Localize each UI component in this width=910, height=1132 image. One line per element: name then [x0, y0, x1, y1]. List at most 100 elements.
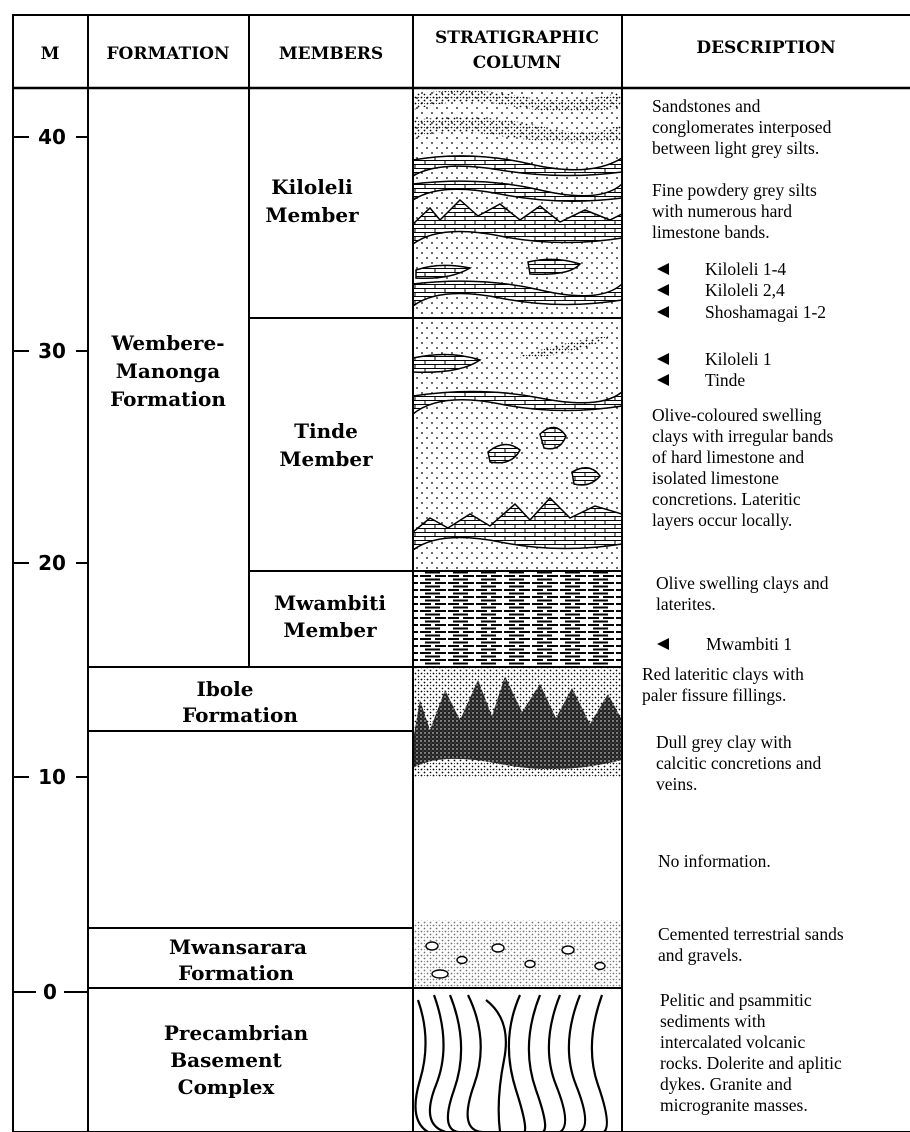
depth-tick-label: 20: [38, 551, 66, 575]
desc-olive-clays: Olive-coloured swelling clays with irreg…: [652, 405, 833, 530]
depth-tick-label: 40: [38, 125, 66, 149]
svg-text:veins.: veins.: [656, 774, 697, 794]
site-shoshamagai-1-2: Shoshamagai 1-2: [657, 302, 826, 322]
depth-tick-label: 10: [38, 765, 66, 789]
svg-text:Member: Member: [279, 447, 373, 471]
formation-ibole: Ibole Formation: [182, 677, 298, 727]
svg-text:Mwambiti: Mwambiti: [274, 591, 386, 615]
depth-tick-label: 0: [43, 980, 57, 1004]
formation-wembere-manonga: Wembere- Manonga Formation: [110, 331, 226, 411]
svg-text:Kiloleli 2,4: Kiloleli 2,4: [705, 280, 785, 300]
svg-text:No information.: No information.: [658, 851, 771, 871]
site-kiloleli-1: Kiloleli 1: [657, 349, 772, 369]
header-members: MEMBERS: [279, 44, 383, 64]
svg-text:of hard limestone and: of hard limestone and: [652, 447, 804, 467]
basement-column-layer: [416, 995, 607, 1132]
header-m: M: [41, 44, 60, 64]
svg-text:Manonga: Manonga: [116, 359, 221, 383]
svg-text:Wembere-: Wembere-: [111, 331, 225, 355]
svg-text:Fine powdery grey silts: Fine powdery grey silts: [652, 180, 817, 200]
svg-text:Kiloleli 1-4: Kiloleli 1-4: [705, 259, 786, 279]
svg-text:paler fissure fillings.: paler fissure fillings.: [642, 685, 786, 705]
member-mwambiti: Mwambiti Member: [274, 591, 386, 642]
depth-tick-label: 30: [38, 339, 66, 363]
svg-text:laterites.: laterites.: [656, 594, 716, 614]
header-column-line2: COLUMN: [473, 53, 562, 73]
svg-text:Member: Member: [283, 618, 377, 642]
triangle-left-icon: [657, 638, 669, 650]
svg-text:dykes. Granite and: dykes. Granite and: [660, 1074, 792, 1094]
svg-text:Sandstones and: Sandstones and: [652, 96, 761, 116]
site-kiloleli-1-4: Kiloleli 1-4: [657, 259, 786, 279]
formation-mwansarara: Mwansarara Formation: [169, 935, 307, 985]
desc-pelitic-sediments: Pelitic and psammitic sediments with int…: [660, 990, 842, 1115]
svg-text:Tinde: Tinde: [294, 419, 358, 443]
depth-axis: 40 30 20 10 0: [13, 125, 88, 1004]
svg-text:layers occur locally.: layers occur locally.: [652, 510, 792, 530]
svg-text:Formation: Formation: [110, 387, 226, 411]
svg-text:Dull grey clay with: Dull grey clay with: [656, 732, 792, 752]
svg-text:Basement: Basement: [170, 1048, 282, 1072]
svg-text:calcitic concretions and: calcitic concretions and: [656, 753, 821, 773]
svg-text:Precambrian: Precambrian: [164, 1021, 309, 1045]
site-tinde: Tinde: [657, 370, 745, 390]
svg-text:Kiloleli: Kiloleli: [271, 175, 353, 199]
desc-dull-grey-clay: Dull grey clay with calcitic concretions…: [656, 732, 821, 794]
column-headers: M FORMATION MEMBERS STRATIGRAPHIC COLUMN…: [41, 28, 836, 73]
header-description: DESCRIPTION: [696, 38, 835, 58]
ibole-column-layer: [413, 667, 622, 777]
site-mwambiti-1: Mwambiti 1: [657, 634, 792, 654]
svg-text:microgranite masses.: microgranite masses.: [660, 1095, 808, 1115]
svg-text:Formation: Formation: [178, 961, 294, 985]
svg-text:concretions. Lateritic: concretions. Lateritic: [652, 489, 801, 509]
svg-text:Red lateritic clays with: Red lateritic clays with: [642, 664, 804, 684]
triangle-left-icon: [657, 353, 669, 365]
triangle-left-icon: [657, 306, 669, 318]
svg-text:between light grey silts.: between light grey silts.: [652, 138, 819, 158]
site-kiloleli-2-4: Kiloleli 2,4: [657, 280, 785, 300]
member-kiloleli: Kiloleli Member: [265, 175, 359, 227]
svg-text:Olive-coloured swelling: Olive-coloured swelling: [652, 405, 822, 425]
desc-no-information: No information.: [658, 851, 771, 871]
mwambiti-column-layer: [413, 571, 622, 667]
svg-text:Ibole: Ibole: [196, 677, 253, 701]
svg-text:intercalated volcanic: intercalated volcanic: [660, 1032, 805, 1052]
svg-text:conglomerates interposed: conglomerates interposed: [652, 117, 832, 137]
svg-text:limestone bands.: limestone bands.: [652, 222, 770, 242]
triangle-left-icon: [657, 263, 669, 275]
mwansarara-column-layer: [413, 920, 622, 988]
desc-cemented-sands: Cemented terrestrial sands and gravels.: [658, 924, 844, 965]
svg-text:Pelitic and psammitic: Pelitic and psammitic: [660, 990, 812, 1010]
header-column-line1: STRATIGRAPHIC: [435, 28, 599, 48]
svg-text:rocks. Dolerite and aplitic: rocks. Dolerite and aplitic: [660, 1053, 842, 1073]
desc-olive-laterites: Olive swelling clays and laterites.: [656, 573, 829, 614]
svg-text:with numerous hard: with numerous hard: [652, 201, 792, 221]
triangle-left-icon: [657, 284, 669, 296]
svg-text:Tinde: Tinde: [705, 370, 745, 390]
svg-text:clays with irregular bands: clays with irregular bands: [652, 426, 833, 446]
svg-text:Formation: Formation: [182, 703, 298, 727]
formation-precambrian-basement: Precambrian Basement Complex: [164, 1021, 309, 1099]
svg-text:Cemented terrestrial sands: Cemented terrestrial sands: [658, 924, 844, 944]
svg-text:Mwambiti 1: Mwambiti 1: [706, 634, 792, 654]
tinde-column-layer: [413, 318, 622, 571]
svg-text:sediments with: sediments with: [660, 1011, 766, 1031]
descriptions: Sandstones and conglomerates interposed …: [642, 96, 844, 1115]
svg-text:Shoshamagai 1-2: Shoshamagai 1-2: [705, 302, 826, 322]
desc-sandstones: Sandstones and conglomerates interposed …: [652, 96, 832, 158]
svg-text:Member: Member: [265, 203, 359, 227]
svg-text:Complex: Complex: [178, 1075, 276, 1099]
kiloleli-column-layer: [413, 88, 622, 318]
header-formation: FORMATION: [106, 44, 229, 64]
strat-column: [413, 88, 622, 1132]
svg-text:Mwansarara: Mwansarara: [169, 935, 307, 959]
svg-text:Kiloleli 1: Kiloleli 1: [705, 349, 772, 369]
desc-silts: Fine powdery grey silts with numerous ha…: [652, 180, 817, 242]
svg-text:and gravels.: and gravels.: [658, 945, 743, 965]
svg-text:isolated limestone: isolated limestone: [652, 468, 779, 488]
triangle-left-icon: [657, 374, 669, 386]
member-tinde: Tinde Member: [279, 419, 373, 471]
svg-text:Olive swelling clays and: Olive swelling clays and: [656, 573, 829, 593]
desc-red-lateritic: Red lateritic clays with paler fissure f…: [642, 664, 804, 705]
